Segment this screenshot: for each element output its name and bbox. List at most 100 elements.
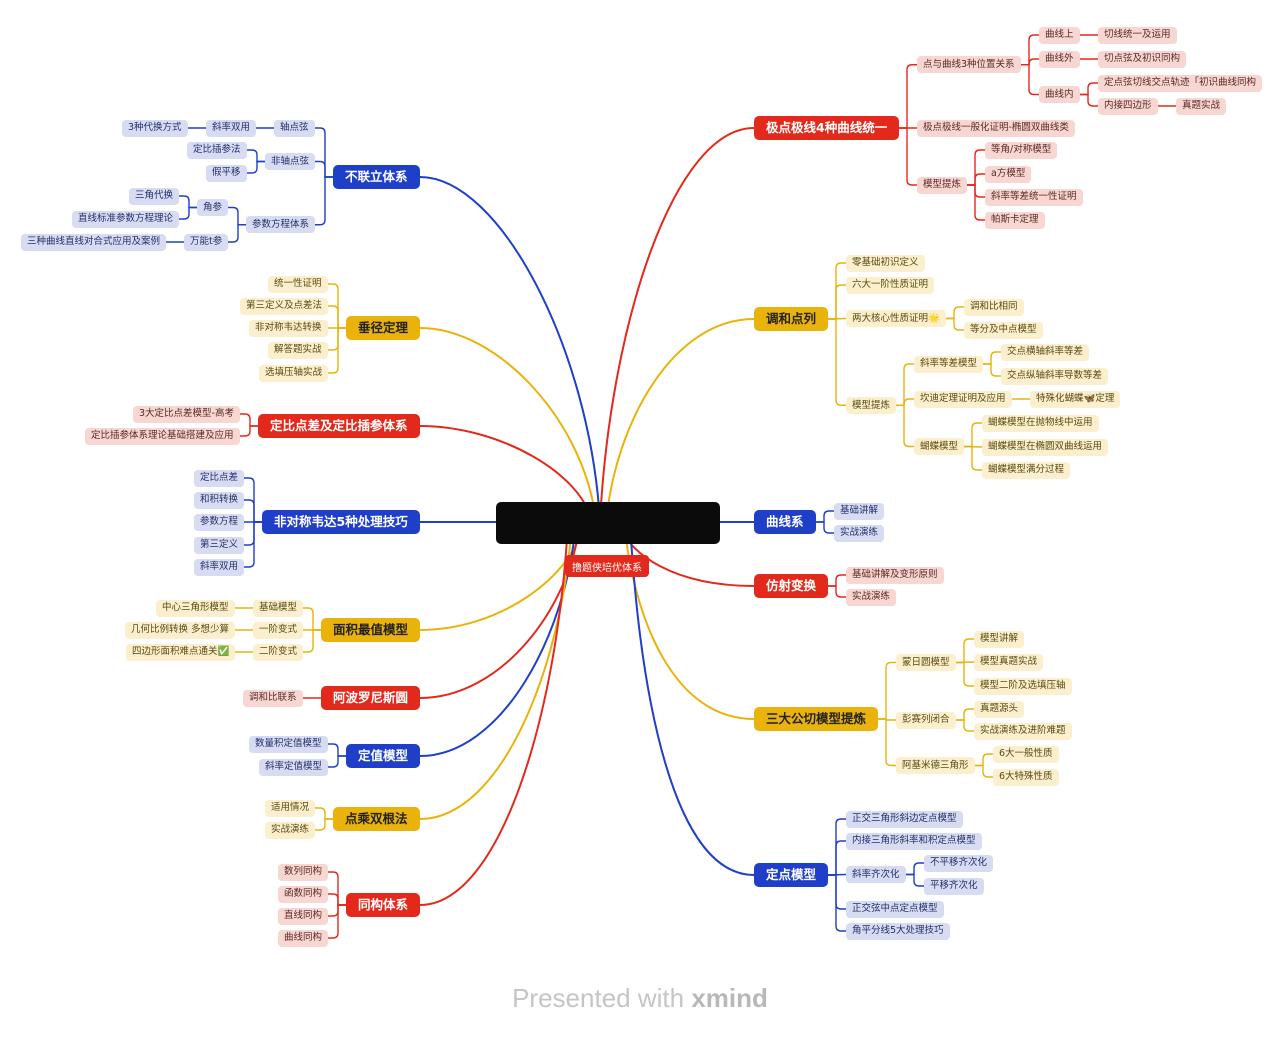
leaf-topic[interactable]: 蝴蝶模型在抛物线中运用 [982,414,1099,432]
leaf-topic[interactable]: 等角/对称模型 [985,141,1058,159]
main-topic[interactable]: 定值模型 [346,744,421,768]
main-topic[interactable]: 点乘双根法 [333,807,420,831]
subtopic[interactable]: 模型提炼 [917,176,968,194]
main-topic[interactable]: 调和点列 [754,307,829,331]
leaf-topic[interactable]: 曲线内 [1039,86,1080,103]
subtopic[interactable]: 第三定义 [194,536,245,554]
leaf-topic[interactable]: 等分及中点模型 [964,321,1043,339]
subtopic[interactable]: 非对称韦达转换 [249,319,328,337]
main-topic[interactable]: 极点极线4种曲线统一 [754,116,900,140]
leaf-topic[interactable]: 假平移 [206,164,247,182]
subtopic[interactable]: 解答题实战 [268,341,328,359]
subtopic[interactable]: 数量积定值模型 [249,735,328,753]
subtopic[interactable]: 实战演练 [265,821,316,839]
subtopic[interactable]: 基础讲解及变形原则 [846,566,944,584]
leaf-topic[interactable]: 蝴蝶模型满分过程 [982,461,1071,479]
main-topic[interactable]: 面积最值模型 [321,618,421,642]
leaf-topic[interactable]: 模型讲解 [974,630,1025,648]
leaf-topic[interactable]: 斜率等差统一性证明 [985,188,1083,206]
leaf-topic[interactable]: 曲线外 [1039,50,1080,68]
subtopic[interactable]: 二阶变式 [253,643,304,661]
subtopic[interactable]: 极点极线一般化证明-椭圆双曲线类 [917,119,1075,137]
leaf-topic[interactable]: 直线标准参数方程理论 [72,210,180,228]
leaf-topic[interactable]: 四边形面积难点通关✅ [126,643,236,661]
leaf-topic[interactable]: 蝴蝶模型在椭圆双曲线运用 [982,438,1109,456]
central-topic-label[interactable]: 撸题侠培优体系 [565,555,649,577]
leaf-topic[interactable]: 蝴蝶模型 [914,438,965,455]
subtopic[interactable]: 统一性证明 [268,275,328,293]
subtopic[interactable]: 直线同构 [278,907,329,925]
subtopic[interactable]: 内接三角形斜率和积定点模型 [846,832,982,850]
leaf-topic[interactable]: 交点横轴斜率等差 [1001,343,1090,361]
subtopic[interactable]: 调和比联系 [243,689,303,707]
main-topic[interactable]: 垂径定理 [346,316,421,340]
subtopic[interactable]: 正交三角形斜边定点模型 [846,810,963,828]
subtopic[interactable]: 曲线同构 [278,929,329,947]
subtopic[interactable]: 基础模型 [253,599,304,617]
subtopic[interactable]: 函数同构 [278,885,329,903]
main-topic[interactable]: 非对称韦达5种处理技巧 [262,510,420,534]
subtopic[interactable]: 斜率定值模型 [259,758,329,776]
leaf-topic[interactable]: 切线统一及运用 [1098,26,1177,44]
subtopic[interactable]: 实战演练 [846,588,897,606]
leaf-topic[interactable]: 6大一般性质 [993,745,1059,763]
main-topic[interactable]: 曲线系 [754,510,816,534]
leaf-topic[interactable]: 角参 [197,199,229,216]
subtopic[interactable]: 蒙日圆模型 [896,654,956,671]
subtopic[interactable]: 定比点差 [194,469,245,487]
subtopic[interactable]: 非轴点弦 [265,153,316,170]
leaf-topic[interactable]: 平移齐次化 [924,877,984,895]
main-topic[interactable]: 定点模型 [754,863,829,887]
leaf-topic[interactable]: 斜率等差模型 [914,355,984,373]
leaf-topic[interactable]: 曲线上 [1039,26,1080,44]
subtopic[interactable]: 参数方程体系 [246,216,316,234]
main-topic[interactable]: 定比点差及定比插参体系 [258,414,420,438]
leaf-topic[interactable]: 中心三角形模型 [156,599,235,617]
leaf-topic[interactable]: 交点纵轴斜率导数等差 [1001,367,1109,385]
main-topic[interactable]: 不联立体系 [333,165,420,189]
subtopic[interactable]: 点与曲线3种位置关系 [917,56,1021,74]
subtopic[interactable]: 数列同构 [278,863,329,881]
subtopic[interactable]: 模型提炼 [846,396,897,414]
leaf-topic[interactable]: 三角代换 [129,187,180,205]
leaf-topic[interactable]: 内接四边形 [1098,97,1158,115]
leaf-topic[interactable]: 3种代换方式 [122,119,188,137]
subtopic[interactable]: 选填压轴实战 [259,364,329,382]
leaf-topic[interactable]: 模型二阶及选填压轴 [974,677,1072,695]
main-topic[interactable]: 仿射变换 [754,574,829,598]
leaf-topic[interactable]: 实战演练及进阶难题 [974,722,1072,740]
subtopic[interactable]: 两大核心性质证明🌟 [846,310,946,327]
leaf-topic[interactable]: 帕斯卡定理 [985,211,1045,229]
subtopic[interactable]: 斜率双用 [194,558,245,576]
leaf-topic[interactable]: 6大特殊性质 [993,768,1059,786]
subtopic[interactable]: 适用情况 [265,799,316,817]
leaf-topic[interactable]: 不平移齐次化 [924,854,994,872]
subtopic[interactable]: 彭赛列闭合 [896,711,956,729]
subtopic[interactable]: 实战演练 [834,524,885,542]
leaf-topic[interactable]: 万能t参 [184,233,229,251]
main-topic[interactable]: 三大公切模型提炼 [754,707,879,731]
subtopic[interactable]: 基础讲解 [834,502,885,520]
leaf-topic[interactable]: 三种曲线直线对合式应用及案例 [21,233,167,251]
leaf-topic[interactable]: 定点弦切线交点轨迹「初识曲线同构 [1098,74,1263,92]
subtopic[interactable]: 角平分线5大处理技巧 [846,922,950,940]
leaf-topic[interactable]: 特殊化蝴蝶🦋定理 [1030,390,1121,408]
main-topic[interactable]: 同构体系 [346,893,421,917]
subtopic[interactable]: 第三定义及点差法 [240,297,329,315]
leaf-topic[interactable]: 真题实战 [1176,97,1227,115]
leaf-topic[interactable]: 模型真题实战 [974,653,1044,671]
leaf-topic[interactable]: 定比插参法 [187,141,247,159]
main-topic[interactable]: 阿波罗尼斯圆 [321,686,421,710]
subtopic[interactable]: 轴点弦 [274,119,315,137]
subtopic[interactable]: 六大一阶性质证明 [846,276,935,294]
leaf-topic[interactable]: 几何比例转换 多想少算 [125,621,236,639]
subtopic[interactable]: 零基础初识定义 [846,254,925,272]
subtopic[interactable]: 一阶变式 [253,621,304,639]
leaf-topic[interactable]: 斜率双用 [206,119,257,137]
subtopic[interactable]: 参数方程 [194,513,245,531]
leaf-topic[interactable]: a方模型 [985,165,1032,183]
subtopic[interactable]: 3大定比点差模型-高考 [133,405,240,423]
leaf-topic[interactable]: 切点弦及初识同构 [1098,50,1187,68]
leaf-topic[interactable]: 真题源头 [974,700,1025,718]
leaf-topic[interactable]: 调和比相同 [964,298,1024,316]
